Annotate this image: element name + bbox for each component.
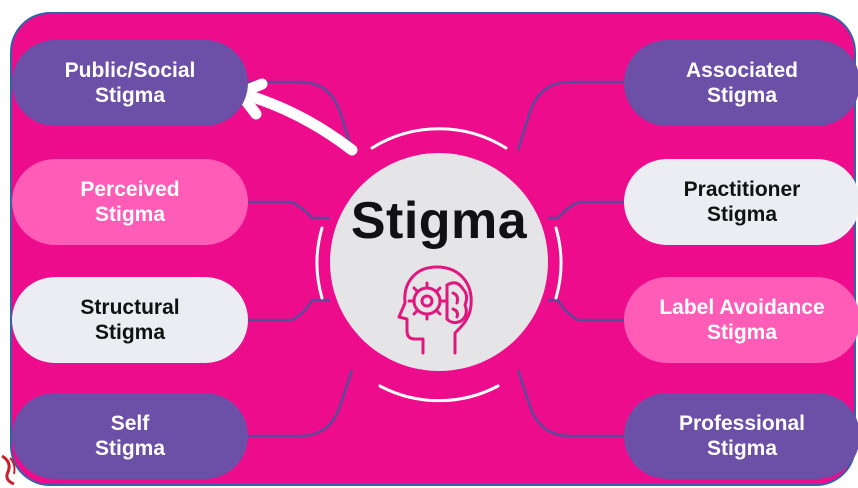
hub-ring-arc-left (315, 226, 324, 300)
node-label-avoidance-stigma: Label Avoidance Stigma (624, 277, 858, 363)
node-perceived-stigma: Perceived Stigma (12, 159, 248, 245)
connector-professional (516, 369, 624, 438)
node-label: Structural Stigma (80, 296, 180, 344)
node-label: Professional Stigma (678, 412, 806, 460)
hub-ring-arc-right (554, 226, 563, 300)
arrow-icon (234, 78, 358, 156)
node-label: Associated Stigma (685, 59, 799, 107)
connector-label-avoidance (548, 298, 624, 322)
corner-logo-icon (1, 454, 16, 486)
connector-practitioner (548, 200, 624, 220)
connector-public-social (246, 80, 354, 151)
node-professional-stigma: Professional Stigma (624, 393, 858, 479)
node-public-social-stigma: Public/Social Stigma (12, 40, 248, 126)
node-label: Label Avoidance Stigma (659, 296, 825, 344)
node-label: Public/Social Stigma (64, 59, 196, 107)
connector-structural (246, 298, 330, 322)
head-gear-brain-icon (397, 265, 473, 355)
hub-title: Stigma (350, 192, 528, 250)
node-associated-stigma: Associated Stigma (624, 40, 858, 126)
node-structural-stigma: Structural Stigma (12, 277, 248, 363)
node-practitioner-stigma: Practitioner Stigma (624, 159, 858, 245)
node-label: Perceived Stigma (80, 178, 180, 226)
node-self-stigma: Self Stigma (12, 393, 248, 479)
hub-ring-arc-top (370, 127, 508, 150)
node-label: Self Stigma (94, 412, 165, 460)
hub-ring-arc-bottom (378, 384, 500, 403)
connector-self (246, 369, 354, 438)
connector-perceived (246, 200, 330, 220)
node-label: Practitioner Stigma (683, 178, 801, 226)
connector-associated (516, 80, 624, 151)
central-hub: Stigma (330, 153, 548, 371)
